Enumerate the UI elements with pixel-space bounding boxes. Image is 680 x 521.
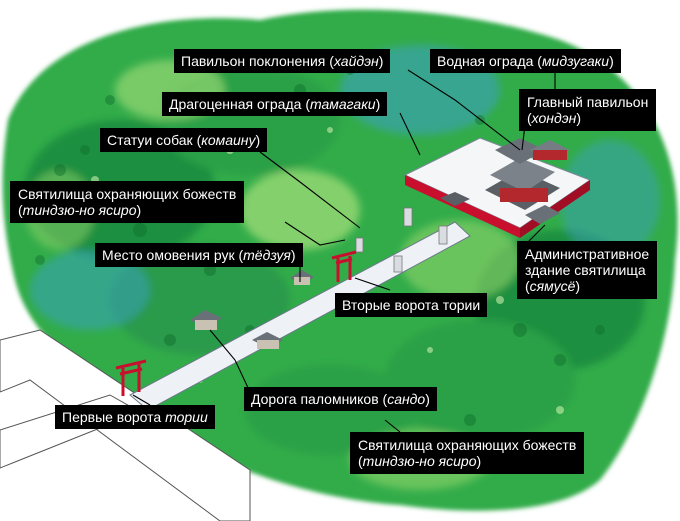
label-shrines-bottom-term: тиндзю-но ясиро (362, 453, 477, 469)
label-shamusho-term: сямусё (529, 278, 576, 294)
label-shrines-bottom: Святилища охраняющих божеств (тиндзю-но … (350, 432, 585, 474)
label-torii1: Первые ворота тории (55, 405, 215, 429)
label-shrines-top-open: ( (18, 202, 23, 218)
label-shrines-top-close: ) (136, 202, 142, 218)
label-mizugaki: Водная ограда (мидзугаки) (430, 49, 621, 73)
label-torii2-text: Вторые ворота тории (342, 297, 481, 313)
first-torii-gate (115, 359, 147, 396)
label-tamagaki: Драгоценная ограда (тамагаки) (162, 92, 388, 116)
label-komainu-close: ) (255, 132, 261, 148)
label-shrines-bottom-line2: (тиндзю-но ясиро) (358, 453, 576, 469)
label-sando: Дорога паломников (сандо) (244, 387, 437, 411)
label-chozuya-text: Место омовения рук ( (102, 247, 244, 263)
label-mizugaki-close: ) (609, 53, 614, 69)
label-tamagaki-term: тамагаки (309, 96, 376, 112)
label-sando-text: Дорога паломников ( (251, 391, 388, 407)
main-hall (485, 138, 560, 210)
label-honden: Главный павильон (хондэн) (519, 89, 657, 131)
label-tamagaki-text: Драгоценная ограда ( (169, 96, 310, 112)
label-komainu-text: Статуи собак ( (107, 132, 202, 148)
label-komainu: Статуи собак (комаину) (100, 128, 268, 152)
label-haiden-text: Павильон поклонения ( (181, 53, 334, 69)
label-haiden-term: хайдэн (333, 53, 379, 69)
label-shrines-bottom-line1: Святилища охраняющих божеств (358, 437, 577, 453)
precinct-gate (440, 192, 470, 206)
label-chozuya: Место омовения рук (тёдзуя) (95, 243, 303, 267)
label-komainu-term: комаину (201, 132, 256, 148)
label-shamusho-close: ) (575, 278, 581, 294)
label-torii2: Вторые ворота тории (335, 293, 488, 317)
label-honden-term: хондэн (531, 110, 577, 126)
label-mizugaki-text: Водная ограда ( (437, 53, 542, 69)
label-mizugaki-term: мидзугаки (541, 53, 610, 69)
label-tamagaki-close: ) (375, 96, 381, 112)
label-chozuya-close: ) (290, 247, 296, 263)
label-shrines-top-term: тиндзю-но ясиро (22, 202, 137, 218)
label-sando-close: ) (425, 391, 430, 407)
shrine-huts (190, 270, 314, 349)
label-chozuya-term: тёдзуя (243, 247, 291, 263)
label-shrines-top: Святилища охраняющих божеств (тиндзю-но … (10, 181, 245, 223)
side-halls (525, 140, 570, 224)
label-shamusho-line3: (сямусё) (525, 278, 649, 294)
label-shrines-top-line2: (тиндзю-но ясиро) (18, 202, 236, 218)
label-honden-open: ( (527, 110, 532, 126)
label-sando-term: сандо (387, 391, 426, 407)
label-shamusho-line1: Административное (525, 246, 650, 262)
stone-lanterns (355, 207, 448, 273)
label-shrines-bottom-open: ( (358, 453, 363, 469)
label-honden-line1: Главный павильон (527, 94, 649, 110)
label-shamusho-line2: здание святилища (525, 262, 646, 278)
label-shamusho: Административное здание святилища (сямус… (517, 241, 658, 299)
label-shrines-top-line1: Святилища охраняющих божеств (18, 186, 237, 202)
label-shamusho-open: ( (525, 278, 530, 294)
label-honden-close: ) (576, 110, 582, 126)
label-shrines-bottom-close: ) (476, 453, 482, 469)
label-haiden: Павильон поклонения (хайдэн) (174, 49, 391, 73)
label-haiden-close: ) (378, 53, 384, 69)
label-torii1-term: тории (165, 409, 208, 425)
second-torii-gate (331, 250, 357, 282)
label-honden-line2: (хондэн) (527, 110, 648, 126)
label-torii1-text: Первые ворота (62, 409, 166, 425)
